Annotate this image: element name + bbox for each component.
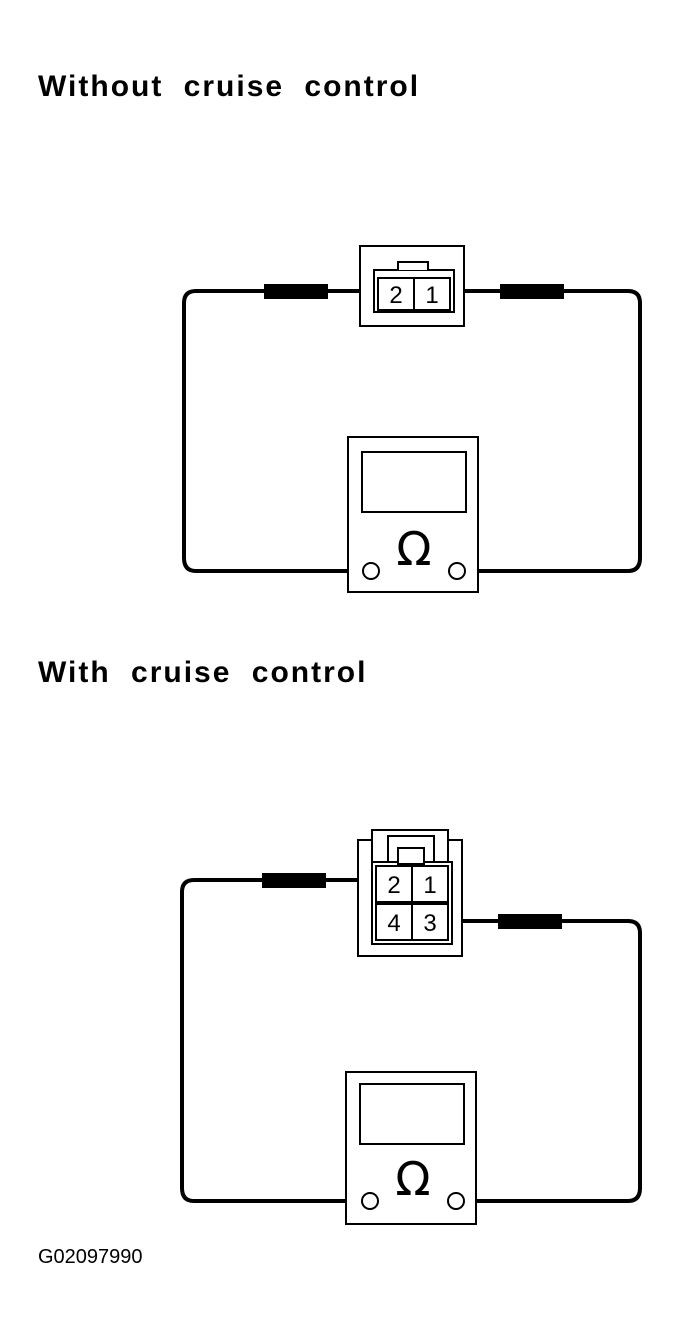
ohmmeter	[345, 1071, 477, 1225]
test-lead-left	[180, 878, 374, 1203]
test-lead-right	[454, 289, 642, 573]
test-lead-right	[452, 919, 642, 1203]
meter-terminal-left	[362, 562, 380, 580]
ohm-icon: Ω	[395, 1152, 430, 1206]
probe-sleeve-right	[500, 284, 564, 299]
meter-terminal-left	[361, 1192, 379, 1210]
heading-with-cruise-control: With cruise control	[38, 656, 368, 689]
heading-without-cruise-control: Without cruise control	[38, 70, 421, 103]
pin-label-3: 3	[423, 910, 436, 937]
diagram-with-cruise-control: 2 1 4 3 Ω	[180, 829, 642, 1225]
pin-label-1: 1	[425, 282, 438, 309]
ohmmeter	[347, 436, 479, 593]
pin-label-1: 1	[423, 872, 436, 899]
connector-4-pin	[357, 829, 463, 957]
probe-sleeve-right	[498, 914, 562, 929]
probe-sleeve-left	[264, 284, 328, 299]
pin-label-2: 2	[387, 872, 400, 899]
test-lead-left	[182, 289, 374, 573]
pin-label-4: 4	[387, 910, 400, 937]
pin-label-2: 2	[389, 282, 402, 309]
meter-terminal-right	[447, 1192, 465, 1210]
meter-terminal-right	[448, 562, 466, 580]
diagram-without-cruise-control: 2 1 Ω	[182, 245, 642, 593]
figure-code: G02097990	[38, 1246, 143, 1268]
connector-2-pin	[359, 245, 465, 327]
ohm-icon: Ω	[396, 522, 431, 576]
probe-sleeve-left	[262, 873, 326, 888]
